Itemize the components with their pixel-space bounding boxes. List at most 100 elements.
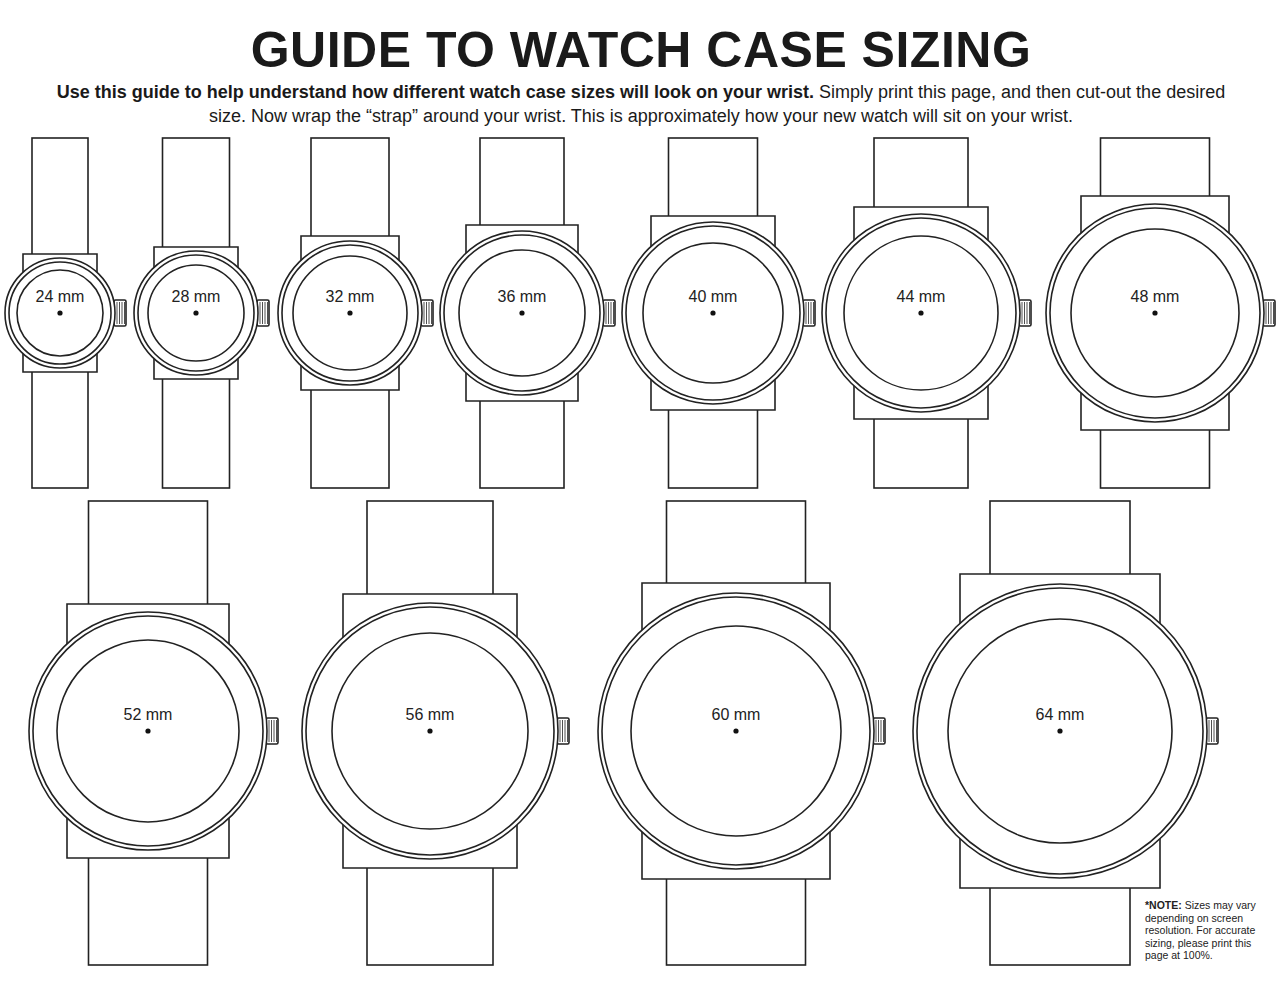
bezel	[1046, 204, 1264, 422]
crown-knurl	[611, 302, 612, 324]
dial	[293, 256, 407, 370]
case-outline	[27, 610, 269, 852]
crown-knurl	[1029, 302, 1030, 324]
bezel-ring	[9, 262, 111, 364]
case-outline	[596, 591, 876, 871]
dial	[1071, 229, 1239, 397]
strap	[667, 501, 806, 585]
crown-knurl	[276, 720, 277, 742]
crown-knurl	[1024, 302, 1025, 324]
case-outline	[620, 220, 806, 406]
crown-knurl	[1022, 302, 1023, 324]
center-dot	[1152, 310, 1157, 315]
crown-knurl	[429, 302, 430, 324]
crown-knurl	[1211, 720, 1212, 742]
case-outline	[911, 582, 1209, 880]
crown-knurl	[260, 302, 261, 324]
note: *NOTE: Sizes may vary depending on scree…	[1145, 899, 1273, 962]
dial	[57, 640, 239, 822]
crown-knurl	[811, 302, 812, 324]
crown-knurl	[560, 720, 561, 742]
strap	[89, 501, 208, 606]
strap	[89, 856, 208, 965]
strap	[32, 370, 88, 488]
size-label: 52 mm	[27, 705, 269, 725]
strap	[163, 377, 230, 488]
watch-case: 44 mm	[820, 212, 1022, 414]
crown-knurl	[271, 720, 272, 742]
crown-knurl	[1273, 302, 1274, 324]
crown-knurl	[883, 720, 884, 742]
center-dot	[519, 310, 524, 315]
dial	[148, 265, 244, 361]
crown-knurl	[1271, 302, 1272, 324]
page-title: GUIDE TO WATCH CASE SIZING	[0, 18, 1282, 82]
case-outline	[820, 212, 1022, 414]
case-outline	[1044, 202, 1266, 424]
bezel-ring	[917, 588, 1203, 874]
crown-knurl	[267, 302, 268, 324]
dial	[631, 626, 841, 836]
bezel	[278, 241, 422, 385]
center-dot	[193, 310, 198, 315]
crown-knurl	[881, 720, 882, 742]
crown-knurl	[1268, 302, 1269, 324]
center-dot	[57, 310, 62, 315]
crown-knurl	[878, 720, 879, 742]
strap	[990, 501, 1130, 576]
bezel	[134, 251, 258, 375]
watch-case: 56 mm	[300, 601, 560, 861]
crown-knurl	[431, 302, 432, 324]
case-outline	[438, 229, 606, 397]
bezel-ring	[33, 616, 263, 846]
dial	[643, 243, 783, 383]
watch-case: 32 mm	[276, 239, 424, 387]
bezel-ring	[282, 245, 418, 381]
crown-knurl	[567, 720, 568, 742]
crown-knurl	[613, 302, 614, 324]
strap	[874, 417, 968, 488]
strap	[874, 138, 968, 209]
crown-knurl	[813, 302, 814, 324]
bezel-ring	[138, 255, 254, 371]
center-dot	[1057, 728, 1062, 733]
bezel-ring	[602, 597, 870, 865]
crown-knurl	[424, 302, 425, 324]
watch-case: 28 mm	[132, 249, 260, 377]
crown-knurl	[122, 302, 123, 324]
watch-case: 40 mm	[620, 220, 806, 406]
watch-case: 52 mm	[27, 610, 269, 852]
bezel	[913, 584, 1207, 878]
strap	[669, 138, 758, 218]
case-outline	[3, 256, 117, 370]
crown-knurl	[608, 302, 609, 324]
crown-knurl	[1216, 720, 1217, 742]
center-dot	[347, 310, 352, 315]
dial	[332, 633, 528, 829]
center-dot	[710, 310, 715, 315]
strap	[163, 138, 230, 249]
bezel	[440, 231, 604, 395]
crown-knurl	[1214, 720, 1215, 742]
crown-knurl	[1266, 302, 1267, 324]
strap	[1101, 138, 1210, 198]
strap	[669, 408, 758, 488]
strap	[480, 138, 564, 227]
bezel	[5, 258, 115, 368]
crown-knurl	[124, 302, 125, 324]
size-label: 60 mm	[596, 705, 876, 725]
crown-knurl	[1027, 302, 1028, 324]
center-dot	[733, 728, 738, 733]
crown-knurl	[806, 302, 807, 324]
bezel	[598, 593, 874, 869]
strap	[311, 388, 389, 488]
crown-knurl	[262, 302, 263, 324]
watch-case: 36 mm	[438, 229, 606, 397]
size-label: 40 mm	[620, 287, 806, 307]
bezel-ring	[306, 607, 554, 855]
crown-knurl	[562, 720, 563, 742]
crown-knurl	[876, 720, 877, 742]
bezel	[822, 214, 1020, 412]
crown-knurl	[606, 302, 607, 324]
instructions: Use this guide to help understand how di…	[40, 80, 1242, 128]
